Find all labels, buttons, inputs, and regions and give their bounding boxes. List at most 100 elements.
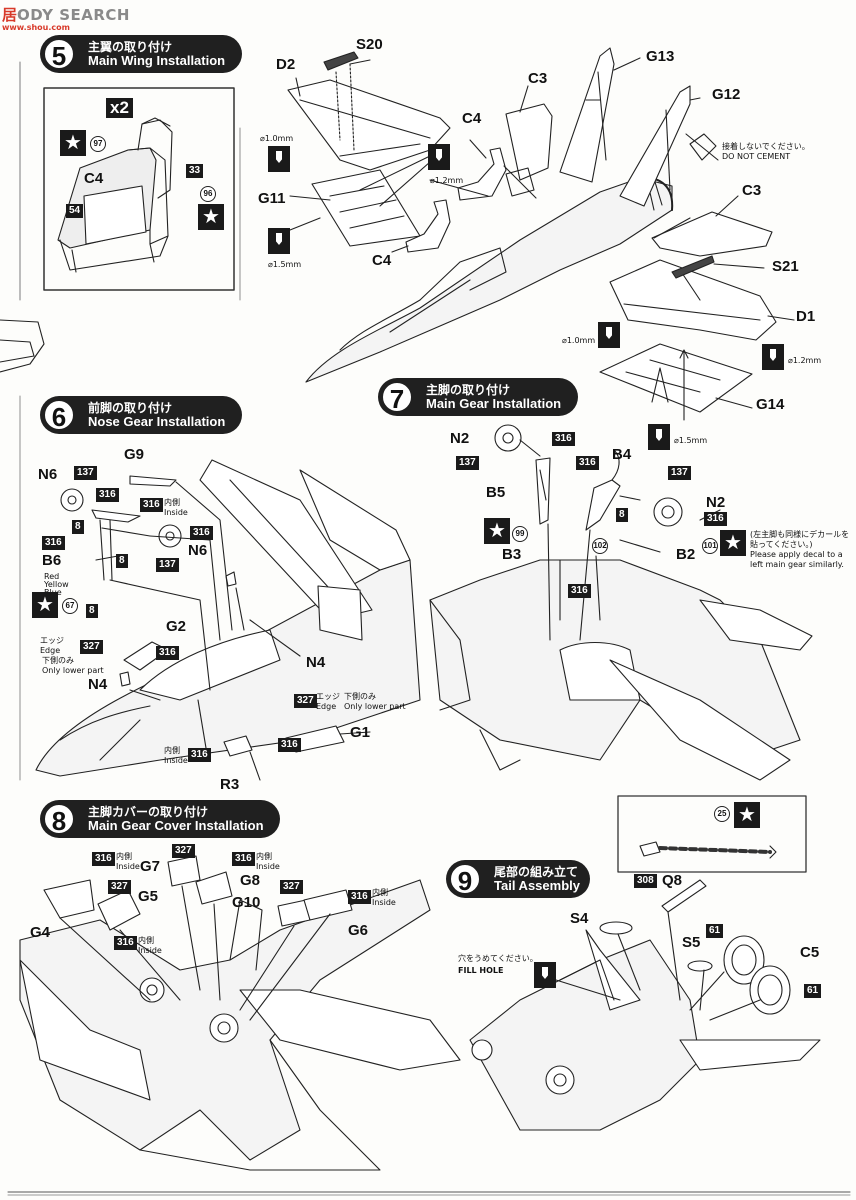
step6-number: 6 xyxy=(43,399,75,432)
decal-star-icon: ★ xyxy=(484,518,510,544)
inside-note-jp: 内側 xyxy=(116,852,132,861)
paint-code: 327 xyxy=(280,880,303,894)
part-label: N6 xyxy=(188,542,208,559)
decal-number: 67 xyxy=(62,598,78,614)
paint-code: 316 xyxy=(348,890,371,904)
inside-note-jp: 内側 xyxy=(164,746,180,755)
step7-title-jp: 主脚の取り付け xyxy=(426,383,511,397)
part-label: G9 xyxy=(124,446,145,463)
part-label: N4 xyxy=(88,676,108,693)
lower-note-en: Only lower part xyxy=(344,702,406,711)
part-label: G11 xyxy=(258,190,286,207)
part-label: C3 xyxy=(742,182,762,199)
step8-aircraft-drawing xyxy=(19,855,461,1171)
step7-header: 7 主脚の取り付け Main Gear Installation xyxy=(378,378,578,416)
decal-note-en: Please apply decal to a left main gear s… xyxy=(750,550,844,569)
part-label: N2 xyxy=(450,430,470,447)
paint-code: 327 xyxy=(80,640,103,654)
decal-number: 97 xyxy=(90,136,106,152)
drill-icon xyxy=(428,144,450,170)
step9-number: 9 xyxy=(449,863,481,896)
ejection-seat-drawing xyxy=(57,117,173,273)
decal-star-icon: ★ xyxy=(720,530,746,556)
step5-title-en: Main Wing Installation xyxy=(88,53,226,68)
paint-code: 8 xyxy=(72,520,84,534)
part-label: G7 xyxy=(140,858,161,875)
part-label: N6 xyxy=(38,466,58,483)
step9-header: 9 尾部の組み立て Tail Assembly xyxy=(446,860,590,898)
no-cement-note-jp: 接着しないでください。 xyxy=(722,142,810,151)
paint-code: 61 xyxy=(706,924,724,938)
inside-note-jp: 内側 xyxy=(372,888,388,897)
part-label: C4 xyxy=(462,110,482,127)
drill-size: ⌀1.0mm xyxy=(562,336,596,345)
paint-code: 33 xyxy=(186,164,204,178)
edge-note-jp: エッジ xyxy=(40,636,64,645)
color-yellow: Yellow xyxy=(44,580,69,589)
paint-code: 327 xyxy=(108,880,131,894)
paint-code: 8 xyxy=(86,604,98,618)
part-label: S21 xyxy=(772,258,799,275)
part-label: G14 xyxy=(756,396,785,413)
paint-code: 61 xyxy=(804,984,822,998)
paint-code: 316 xyxy=(568,584,591,598)
paint-code: 8 xyxy=(116,554,128,568)
drill-size: ⌀1.2mm xyxy=(430,176,464,185)
edge-note-jp: エッジ xyxy=(316,692,340,701)
paint-code: 316 xyxy=(114,936,137,950)
lower-note-jp: 下側のみ xyxy=(344,692,376,701)
paint-code: 327 xyxy=(294,694,317,708)
step8-number: 8 xyxy=(43,803,75,836)
paint-code: 316 xyxy=(576,456,599,470)
part-label: C4 xyxy=(372,252,392,269)
drill-size: ⌀1.5mm xyxy=(268,260,302,269)
part-label: G5 xyxy=(138,888,159,905)
decal-star-icon: ★ xyxy=(734,802,760,828)
part-label: C5 xyxy=(800,944,820,961)
part-label: R3 xyxy=(220,776,240,793)
paint-code: 137 xyxy=(156,558,179,572)
step8-title-jp: 主脚カバーの取り付け xyxy=(88,805,209,819)
inside-note-jp: 内側 xyxy=(256,852,272,861)
drill-size: ⌀1.5mm xyxy=(674,436,708,445)
part-label: D2 xyxy=(276,56,296,73)
part-label: G2 xyxy=(166,618,187,635)
paint-code: 316 xyxy=(96,488,119,502)
paint-code: 8 xyxy=(616,508,628,522)
paint-code: 137 xyxy=(668,466,691,480)
decal-star-icon: ★ xyxy=(60,130,86,156)
paint-code: 316 xyxy=(190,526,213,540)
edge-note-en: Edge xyxy=(316,702,337,711)
paint-code: 316 xyxy=(278,738,301,752)
part-label: S4 xyxy=(570,910,589,927)
paint-code: 316 xyxy=(140,498,163,512)
part-label: D1 xyxy=(796,308,816,325)
drill-icon xyxy=(648,424,670,450)
decal-number: 96 xyxy=(200,186,216,202)
drill-size: ⌀1.0mm xyxy=(260,134,294,143)
inside-note-en: Inside xyxy=(164,508,188,517)
step5-header: 5 主翼の取り付け Main Wing Installation xyxy=(40,35,242,73)
paint-code: 137 xyxy=(74,466,97,480)
decal-star-icon: ★ xyxy=(198,204,224,230)
decal-number: 99 xyxy=(512,526,528,542)
step9-aircraft-drawing xyxy=(469,795,821,1131)
fill-hole-note-en: FILL HOLE xyxy=(458,966,504,975)
drill-icon xyxy=(268,228,290,254)
paint-code: 316 xyxy=(92,852,115,866)
step8-title-en: Main Gear Cover Installation xyxy=(88,818,264,833)
edge-note-en: Edge xyxy=(40,646,61,655)
step9-title-jp: 尾部の組み立て xyxy=(494,865,579,879)
paint-code: 316 xyxy=(552,432,575,446)
part-label: N2 xyxy=(706,494,726,511)
part-label: N4 xyxy=(306,654,326,671)
decal-number: 102 xyxy=(592,538,608,554)
paint-code: 308 xyxy=(634,874,657,888)
inside-note-en: Inside xyxy=(116,862,140,871)
paint-code: 316 xyxy=(232,852,255,866)
part-label: G4 xyxy=(30,924,51,941)
step9-title-en: Tail Assembly xyxy=(494,878,580,893)
part-label: S5 xyxy=(682,934,701,951)
drill-size: ⌀1.2mm xyxy=(788,356,822,365)
part-label: G8 xyxy=(240,872,261,889)
